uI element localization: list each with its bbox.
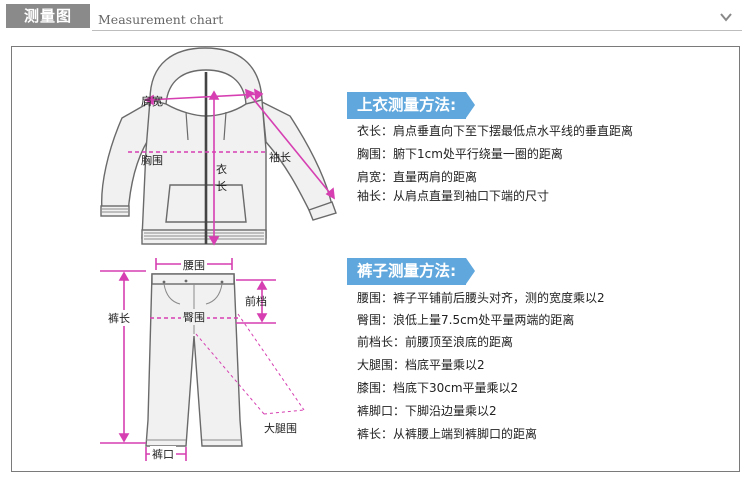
pants-item-thigh: 大腿围：档底平量乘以2 — [357, 358, 485, 372]
label-pants-length: 裤长 — [108, 310, 130, 326]
content-frame — [11, 46, 740, 472]
label-length-1: 衣 — [216, 163, 227, 176]
label-shoulder: 肩宽 — [141, 95, 163, 108]
pants-section-title: 裤子测量方法: — [347, 258, 476, 285]
label-sleeve: 袖长 — [269, 151, 291, 164]
jacket-item-shoulder: 肩宽：直量两肩的距离 — [357, 170, 478, 184]
chevron-down-icon[interactable] — [718, 10, 734, 24]
label-length-2: 长 — [216, 180, 227, 193]
pants-item-hem: 裤脚口：下脚沿边量乘以2 — [357, 404, 497, 418]
label-thigh: 大腿围 — [264, 422, 297, 435]
jacket-item-length: 衣长：肩点垂直向下至下摆最低点水平线的垂直距离 — [357, 124, 634, 138]
jacket-drawing — [100, 47, 337, 245]
pants-item-length: 裤长：从裤腰上端到裤脚口的距离 — [357, 427, 538, 441]
pants-item-rise: 前档长：前腰顶至浪底的距离 — [357, 335, 514, 349]
jacket-item-sleeve: 袖长：从肩点直量到袖口下端的尺寸 — [357, 189, 550, 203]
label-waist: 腰围 — [181, 257, 207, 273]
pants-item-waist: 腰围：裤子平铺前后腰头对齐，测的宽度乘以2 — [357, 291, 605, 305]
page-header: 测量图 Measurement chart — [0, 0, 750, 34]
label-chest: 胸围 — [141, 154, 163, 167]
jacket-section-title: 上衣测量方法: — [347, 92, 476, 119]
jacket-item-chest: 胸围：腑下1cm处平行绕量一圈的距离 — [357, 147, 563, 161]
header-title: 测量图 — [6, 4, 90, 28]
label-hem: 裤口 — [150, 446, 176, 462]
pants-item-knee: 膝围：档底下30cm平量乘以2 — [357, 381, 519, 395]
pants-item-hip: 臀围：浪低上量7.5cm处平量两端的距离 — [357, 313, 575, 327]
pants-drawing — [145, 273, 243, 447]
label-hip: 臀围 — [181, 309, 207, 325]
label-rise: 前档 — [245, 295, 267, 308]
header-divider — [92, 30, 742, 31]
header-subtitle: Measurement chart — [98, 12, 224, 27]
